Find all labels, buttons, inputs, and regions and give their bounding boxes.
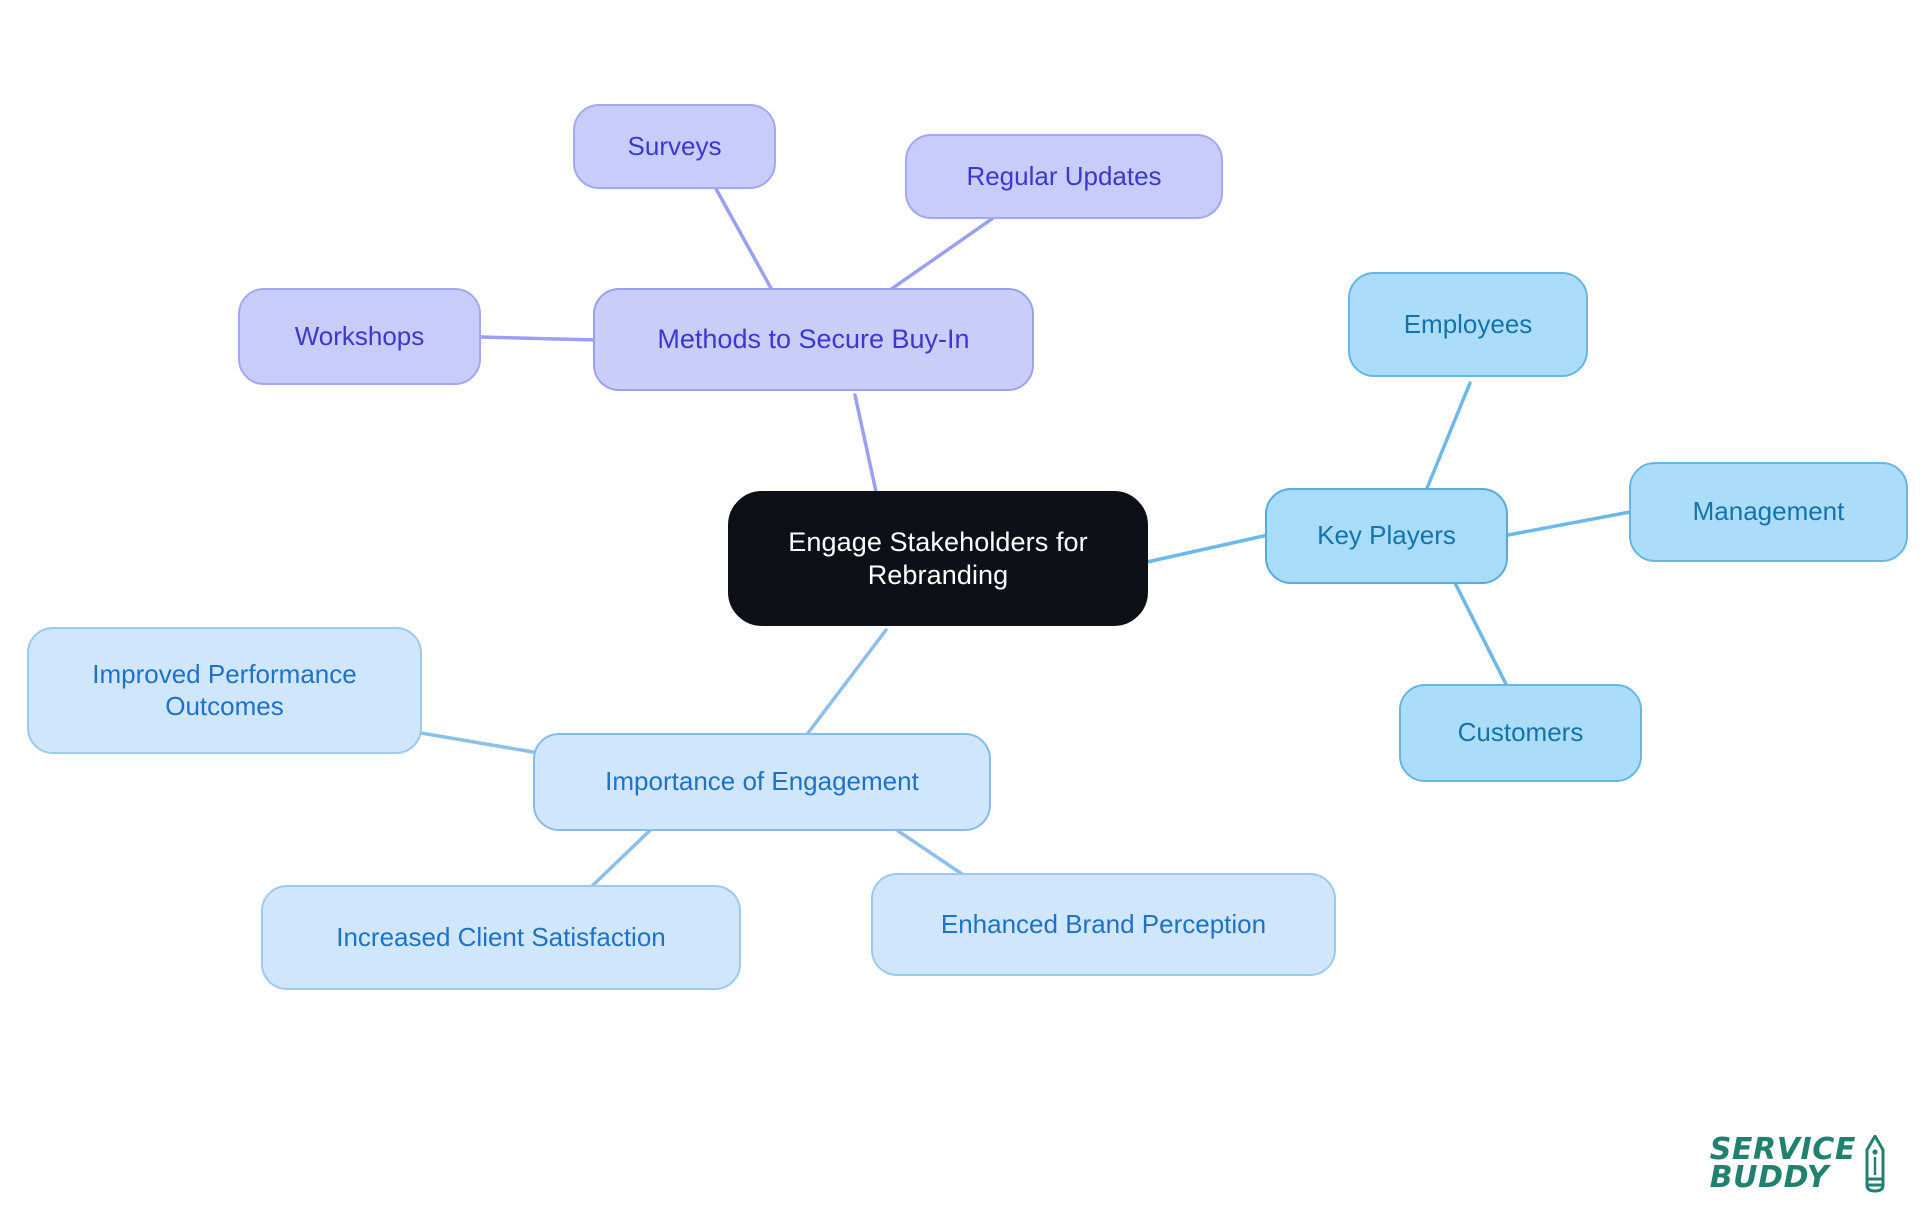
node-workshops[interactable]: Workshops	[238, 288, 481, 385]
edge-keyplayers-management	[1506, 510, 1632, 537]
node-surveys-label: Surveys	[627, 130, 722, 161]
node-regular-updates-label: Regular Updates	[966, 160, 1162, 191]
node-improved-performance-label: Improved Performance Outcomes	[92, 658, 357, 721]
pencil-icon	[1865, 1135, 1885, 1193]
node-brand-perception-label: Enhanced Brand Perception	[940, 908, 1267, 939]
edge-methods-updates	[888, 214, 998, 292]
node-surveys[interactable]: Surveys	[573, 104, 776, 189]
node-customers[interactable]: Customers	[1399, 684, 1642, 782]
edge-methods-workshops	[479, 335, 599, 342]
edge-root-keyplayers	[1145, 533, 1270, 564]
node-root-label: Engage Stakeholders for Rebranding	[788, 526, 1088, 590]
node-key-players-label: Key Players	[1317, 520, 1456, 551]
node-improved-performance-outcomes[interactable]: Improved Performance Outcomes	[27, 627, 422, 754]
node-regular-updates[interactable]: Regular Updates	[905, 134, 1223, 219]
node-workshops-label: Workshops	[294, 320, 425, 351]
node-increased-client-satisfaction[interactable]: Increased Client Satisfaction	[261, 885, 741, 990]
node-importance-label: Importance of Engagement	[605, 766, 919, 797]
node-customers-label: Customers	[1457, 717, 1584, 748]
edge-methods-surveys	[713, 185, 774, 292]
service-buddy-logo: SERVICE BUDDY	[1709, 1131, 1886, 1195]
node-employees[interactable]: Employees	[1348, 272, 1588, 377]
edge-keyplayers-customers	[1449, 573, 1516, 702]
edge-root-importance	[806, 628, 888, 735]
node-employees-label: Employees	[1403, 308, 1533, 339]
node-key-players[interactable]: Key Players	[1265, 488, 1508, 584]
node-client-satisfaction-label: Increased Client Satisfaction	[336, 921, 666, 952]
node-management[interactable]: Management	[1629, 462, 1908, 562]
node-management-label: Management	[1692, 496, 1845, 527]
logo-line-1: SERVICE	[1709, 1131, 1856, 1167]
logo-wordmark: SERVICE BUDDY	[1709, 1131, 1856, 1195]
node-methods-label: Methods to Secure Buy-In	[657, 324, 970, 355]
node-importance-of-engagement[interactable]: Importance of Engagement	[533, 733, 991, 831]
node-enhanced-brand-perception[interactable]: Enhanced Brand Perception	[871, 873, 1336, 976]
edge-importance-improved	[419, 731, 535, 754]
edge-keyplayers-employees	[1421, 381, 1472, 500]
node-root[interactable]: Engage Stakeholders for Rebranding	[728, 491, 1148, 626]
logo-line-2: BUDDY	[1709, 1160, 1830, 1195]
node-methods-to-secure-buy-in[interactable]: Methods to Secure Buy-In	[593, 288, 1034, 391]
